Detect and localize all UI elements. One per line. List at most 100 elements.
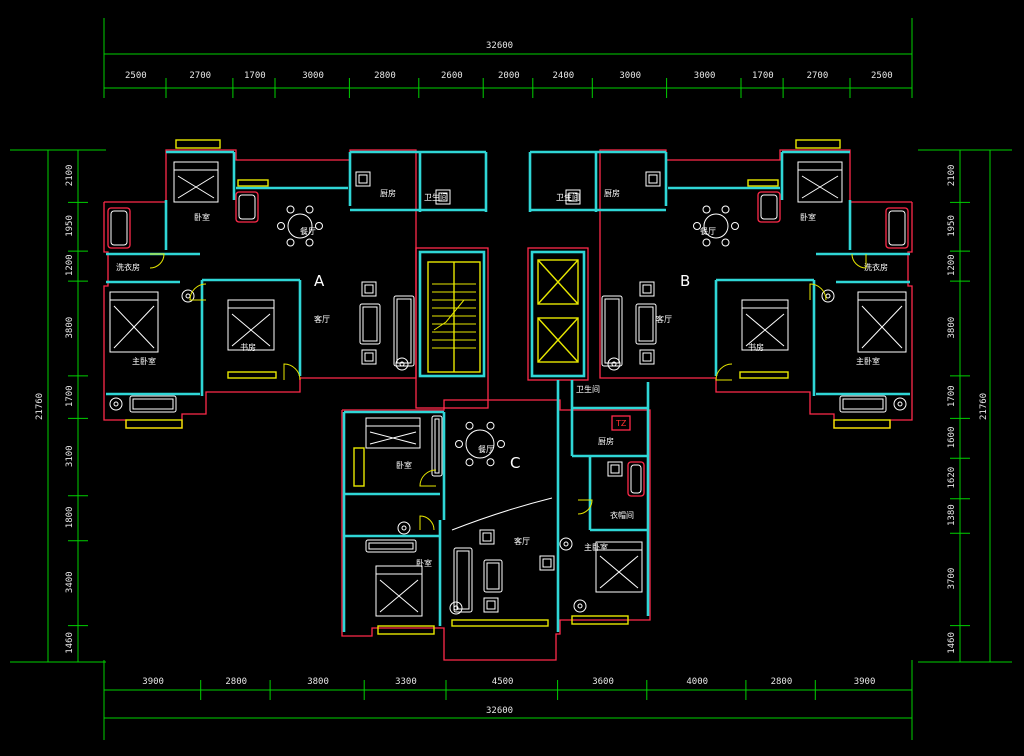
dim-right-seg-7: 1380 <box>947 504 957 526</box>
room-c-bath: 卫生间 <box>576 384 600 394</box>
dim-bottom-seg-7: 2800 <box>771 677 793 687</box>
bathtub-b <box>885 207 909 249</box>
dim-top-seg-10: 1700 <box>752 71 774 81</box>
dining-table-c <box>455 421 505 467</box>
dim-top-seg-2: 1700 <box>244 71 266 81</box>
plant-c-3 <box>559 537 573 551</box>
toilet-c <box>607 461 623 477</box>
dim-left-seg-8: 1460 <box>65 632 75 654</box>
unit-c-label: C <box>510 454 520 472</box>
bed-c-master <box>595 541 643 593</box>
room-b-laundry: 洗衣房 <box>864 262 888 272</box>
stair <box>427 261 481 373</box>
plant-c-4 <box>573 599 587 613</box>
room-c-closet: 衣帽间 <box>610 510 634 520</box>
dim-left-seg-0: 2100 <box>65 165 75 187</box>
door-b-2 <box>851 253 867 269</box>
unit-a-label: A <box>314 272 325 290</box>
dim-left-seg-1: 1950 <box>65 215 75 237</box>
dim-left-seg-2: 1200 <box>65 254 75 276</box>
bathtub-b-2 <box>757 191 781 223</box>
stove-b <box>645 171 661 187</box>
dim-right-seg-6: 1620 <box>947 467 957 489</box>
room-a-laundry: 洗衣房 <box>116 262 140 272</box>
dim-right-seg-9: 1460 <box>947 632 957 654</box>
room-b-living: 客厅 <box>656 314 672 324</box>
door-b-1 <box>809 283 827 301</box>
room-a-bedroom-upper: 卧室 <box>194 212 210 222</box>
dim-left-seg-3: 3800 <box>65 317 75 339</box>
dim-top-seg-6: 2000 <box>498 71 520 81</box>
dim-bottom-seg-6: 4000 <box>686 677 708 687</box>
room-b-bedroom-upper: 卧室 <box>800 212 816 222</box>
room-b-study: 书房 <box>748 342 764 352</box>
room-a-living: 客厅 <box>314 314 330 324</box>
wardrobe-c <box>431 415 443 477</box>
room-c-bedroom-upper: 卧室 <box>396 460 412 470</box>
coffee-table-a <box>359 303 381 345</box>
dim-top-seg-7: 2400 <box>553 71 575 81</box>
dim-bottom-seg-0: 3900 <box>142 677 164 687</box>
plant-b-3 <box>893 397 907 411</box>
room-a-master: 主卧室 <box>132 356 156 366</box>
dim-total-left: 21760 <box>35 393 45 420</box>
dim-bottom-seg-5: 3600 <box>592 677 614 687</box>
door-a-2 <box>149 253 165 269</box>
inner-walls <box>106 150 910 632</box>
dim-top-seg-4: 2800 <box>374 71 396 81</box>
dim-bottom-seg-8: 3900 <box>854 677 876 687</box>
armchair-c-2 <box>483 597 499 613</box>
dim-bottom-seg-1: 2800 <box>225 677 247 687</box>
plant-a-1 <box>395 357 409 371</box>
dim-bottom-seg-3: 3300 <box>395 677 417 687</box>
bathtub-a <box>107 207 131 249</box>
dim-right-seg-8: 3700 <box>947 568 957 590</box>
door-a-1 <box>189 283 207 301</box>
unit-b-label: B <box>680 272 690 290</box>
door-c-3 <box>577 499 593 515</box>
dim-top-seg-0: 2500 <box>125 71 147 81</box>
room-a-dining: 餐厅 <box>300 227 316 236</box>
plant-b-1 <box>607 357 621 371</box>
sofa-b <box>601 295 623 367</box>
room-a-study: 书房 <box>240 342 256 352</box>
armchair-c-1 <box>479 529 495 545</box>
fridge-c <box>611 415 631 431</box>
door-a-3 <box>283 363 301 381</box>
labels: A B C 卧室 餐厅 主卧室 书房 客厅 厨房 卫生间 洗衣房 卧室 餐厅 主… <box>116 188 888 568</box>
plant-c-1 <box>397 521 411 535</box>
cabinet-a <box>129 395 177 413</box>
outer-walls <box>103 149 913 661</box>
bed-c-upper <box>365 417 421 449</box>
dim-top-seg-3: 3000 <box>302 71 324 81</box>
dim-right-seg-0: 2100 <box>947 165 957 187</box>
dim-right-seg-3: 3800 <box>947 317 957 339</box>
room-b-kitchen: 厨房 <box>604 188 620 198</box>
door-c-2 <box>419 515 435 531</box>
door-b-3 <box>715 363 733 381</box>
plant-c-2 <box>449 601 463 615</box>
dim-right-seg-2: 1200 <box>947 254 957 276</box>
dim-bottom-seg-4: 4500 <box>492 677 514 687</box>
dim-left-seg-5: 3100 <box>65 445 75 467</box>
room-c-ref-tag: TZ <box>615 419 627 428</box>
room-a-bath: 卫生间 <box>424 192 448 202</box>
room-b-master: 主卧室 <box>856 356 880 366</box>
dim-top-seg-8: 3000 <box>619 71 641 81</box>
armchair-b-2 <box>639 349 655 365</box>
bed-b-master <box>857 291 907 353</box>
dim-right-seg-4: 1700 <box>947 385 957 407</box>
room-c-kitchen: 厨房 <box>598 436 614 446</box>
toilet-b <box>565 189 581 205</box>
bed-b-upper <box>797 161 843 203</box>
dim-left-seg-6: 1800 <box>65 507 75 529</box>
dining-table-a <box>277 205 323 247</box>
windows-stair-elevator <box>125 139 891 635</box>
armchair-b-1 <box>639 281 655 297</box>
dim-total-bottom: 32600 <box>486 706 513 716</box>
room-c-bedroom-lower: 卧室 <box>416 558 432 568</box>
room-b-bath: 卫生间 <box>556 192 580 202</box>
coffee-table-b <box>635 303 657 345</box>
